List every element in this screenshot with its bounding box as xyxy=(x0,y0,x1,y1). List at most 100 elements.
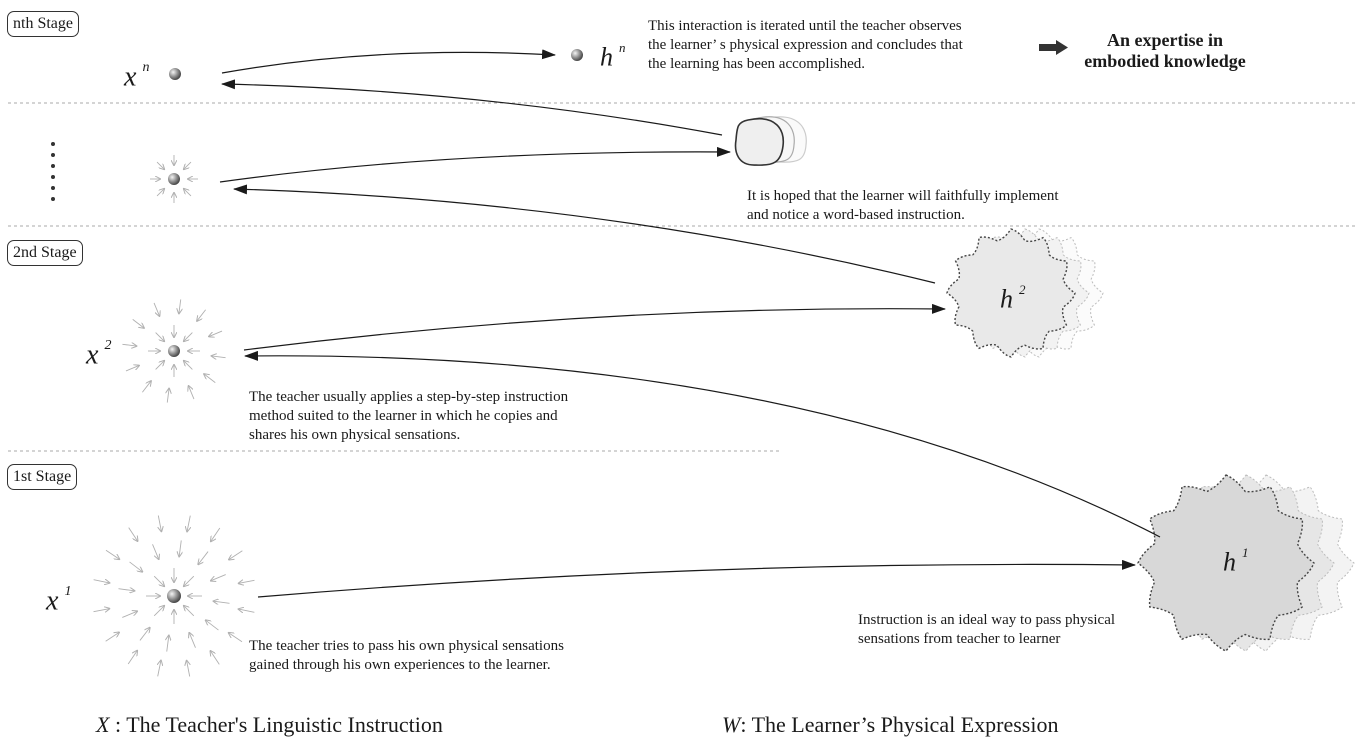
teacher-node-nth xyxy=(169,68,181,80)
legend-teacher-sep: : xyxy=(114,712,122,737)
stage-label-first: 1st Stage xyxy=(7,464,78,490)
stage-label-second: 2nd Stage xyxy=(7,240,83,266)
arrow-x2-to-h2 xyxy=(243,303,946,351)
ray-arrow xyxy=(167,389,169,403)
ray-arrow xyxy=(153,575,164,586)
rays-first xyxy=(93,515,255,677)
rays-second xyxy=(122,299,226,403)
ray-arrow xyxy=(142,381,151,393)
legend-teacher-text: The Teacher's Linguistic Instruction xyxy=(126,712,443,737)
ray-arrow xyxy=(211,574,226,581)
ray-arrow xyxy=(139,628,150,641)
ray-arrow xyxy=(105,549,119,559)
blob-front xyxy=(1137,474,1315,652)
ray-arrow xyxy=(189,386,195,400)
arrow-x1-to-h1 xyxy=(257,559,1136,598)
ray-arrow xyxy=(184,189,192,197)
ray-arrow xyxy=(187,515,190,532)
arrow-xn-to-hn xyxy=(221,49,556,74)
thick-right-arrow-icon xyxy=(1039,40,1068,55)
ray-arrow xyxy=(204,374,216,383)
ray-arrow xyxy=(118,589,134,591)
legend-learner-text: The Learner’s Physical Expression xyxy=(751,712,1059,737)
ray-arrow xyxy=(125,366,139,372)
ray-arrow xyxy=(189,633,196,648)
ray-arrow xyxy=(93,580,110,583)
ray-arrow xyxy=(156,189,164,197)
learner-blob-second xyxy=(946,228,1104,358)
ray-arrow xyxy=(155,332,164,341)
ray-arrow xyxy=(158,661,161,677)
ray-arrow xyxy=(167,636,169,652)
learner-node-nth xyxy=(571,49,583,61)
teacher-node-first xyxy=(167,589,181,603)
note-nth-stage: This interaction is iterated until the t… xyxy=(648,18,963,72)
interaction-arrows xyxy=(219,49,1161,598)
legend-learner-symbol: W xyxy=(722,712,741,737)
stage-label-nth: nth Stage xyxy=(7,11,79,37)
ray-arrow xyxy=(153,606,164,617)
legend-teacher-symbol: X xyxy=(96,712,110,737)
ray-arrow xyxy=(179,299,181,313)
ray-arrow xyxy=(122,611,137,618)
ray-arrow xyxy=(184,606,195,617)
blob-front xyxy=(946,228,1076,358)
note-first-stage: The teacher tries to pass his own physic… xyxy=(249,638,564,673)
ray-arrow xyxy=(129,561,143,572)
teacher-node-middle xyxy=(168,173,180,185)
ray-arrow xyxy=(158,515,161,532)
legend-learner: W: The Learner’s Physical Expression xyxy=(722,712,1058,738)
ray-arrow xyxy=(211,527,221,541)
ray-arrow xyxy=(153,302,159,316)
ray-arrow xyxy=(184,332,193,341)
ray-arrow xyxy=(212,356,226,358)
ray-arrow xyxy=(155,361,164,370)
instruction-rays xyxy=(93,155,255,677)
legend-teacher: X : The Teacher's Linguistic Instruction xyxy=(96,712,443,738)
ray-arrow xyxy=(239,580,255,583)
learner-blob-middle xyxy=(734,116,807,166)
ray-arrow xyxy=(229,633,243,643)
ray-arrow xyxy=(209,330,223,336)
ray-arrow xyxy=(187,661,190,677)
legend-learner-sep: : xyxy=(740,712,747,737)
ray-arrow xyxy=(128,527,138,541)
ray-arrow xyxy=(184,361,193,370)
ray-arrow xyxy=(132,319,144,328)
arrow-h2-to-xmid xyxy=(233,184,936,284)
outcome-text: An expertise in embodied knowledge xyxy=(1084,30,1246,71)
stage-dividers xyxy=(8,102,1355,452)
ray-arrow xyxy=(105,632,119,642)
ray-arrow xyxy=(122,344,136,346)
vertical-dots-icon xyxy=(51,142,55,201)
arrow-blob-to-xn xyxy=(221,79,723,136)
rays-middle xyxy=(150,155,198,203)
note-middle-stage: It is hoped that the learner will faithf… xyxy=(747,188,1059,223)
ray-arrow xyxy=(184,161,192,169)
ray-arrow xyxy=(152,544,159,559)
ray-arrow xyxy=(239,609,255,612)
ray-arrow xyxy=(198,551,209,565)
note-instruction: Instruction is an ideal way to pass phys… xyxy=(858,612,1116,647)
ray-arrow xyxy=(184,575,195,586)
ray-arrow xyxy=(206,620,219,631)
ray-arrow xyxy=(93,609,110,612)
note-second-stage: The teacher usually applies a step-by-st… xyxy=(249,389,569,443)
arrow-xmid-to-blob xyxy=(219,146,731,183)
teacher-node-second xyxy=(168,345,180,357)
ray-arrow xyxy=(197,309,206,321)
learner-blob-first xyxy=(1137,474,1355,652)
ray-arrow xyxy=(127,651,137,665)
teacher-nodes xyxy=(167,49,583,603)
arrow-h1-to-x2 xyxy=(244,350,1161,538)
ray-arrow xyxy=(214,601,230,603)
ray-arrow xyxy=(179,540,181,556)
ray-arrow xyxy=(156,161,164,169)
